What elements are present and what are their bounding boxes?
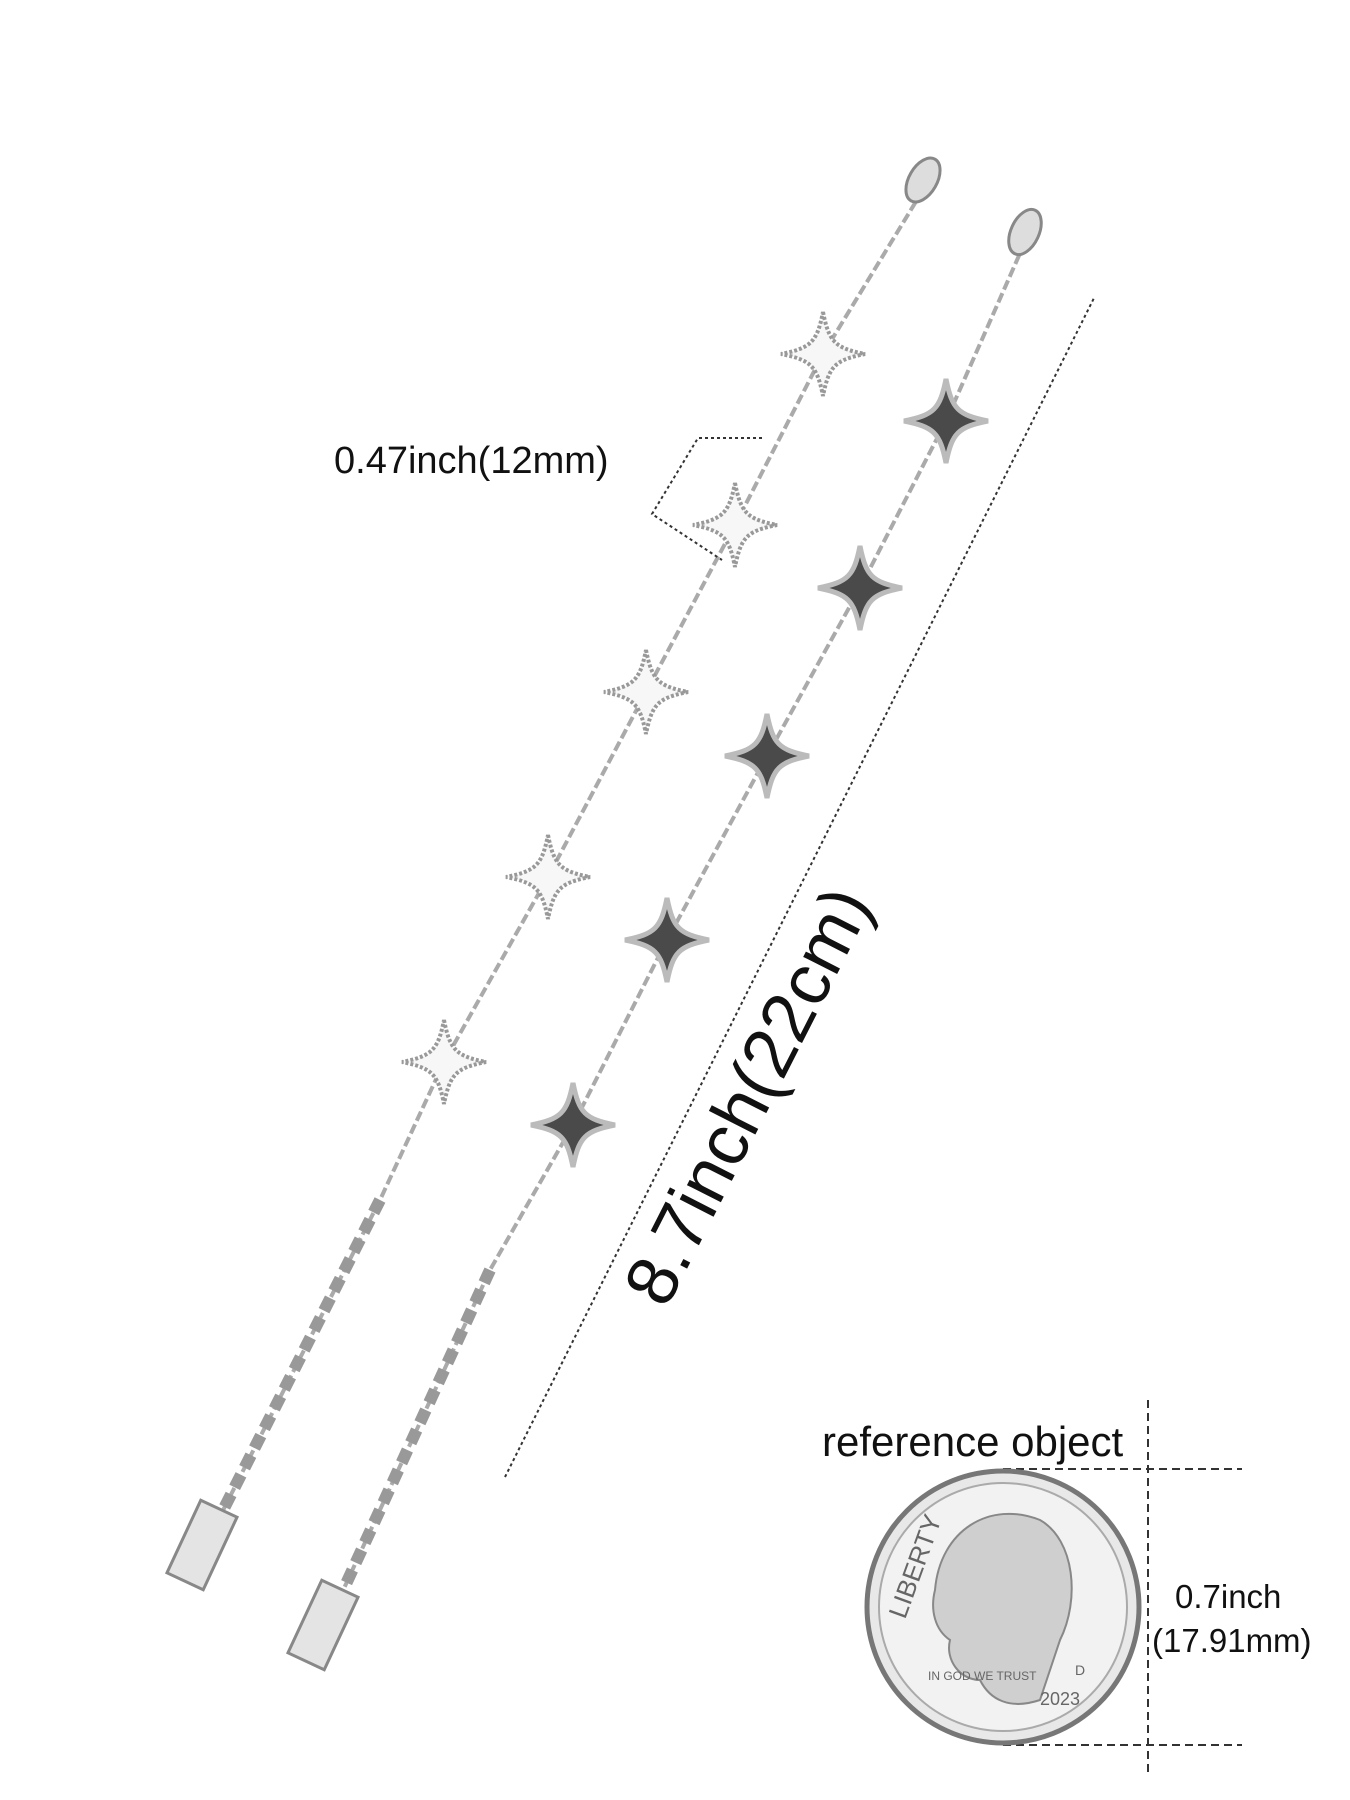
dimension-lines [504, 297, 1242, 1772]
tag-charm [164, 1498, 240, 1592]
coin-diameter-mm: (17.91mm) [1152, 1622, 1312, 1659]
reference-object-title: reference object [822, 1418, 1124, 1465]
white-star-bracelet [164, 156, 942, 1592]
star-size-label: 0.47inch(12mm) [334, 440, 609, 482]
black-star-bracelet [285, 207, 1043, 1672]
tag-charm [285, 1578, 361, 1672]
lobster-clasp-icon [1007, 207, 1043, 257]
coin-motto: IN GOD WE TRUST [928, 1669, 1037, 1683]
coin-diameter-inch: 0.7inch [1175, 1578, 1282, 1615]
coin-mint-mark: D [1075, 1662, 1085, 1678]
lobster-clasp-icon [904, 156, 942, 204]
coin-year: 2023 [1040, 1689, 1080, 1709]
dime-coin: LIBERTY IN GOD WE TRUST 2023 D [864, 1468, 1142, 1746]
